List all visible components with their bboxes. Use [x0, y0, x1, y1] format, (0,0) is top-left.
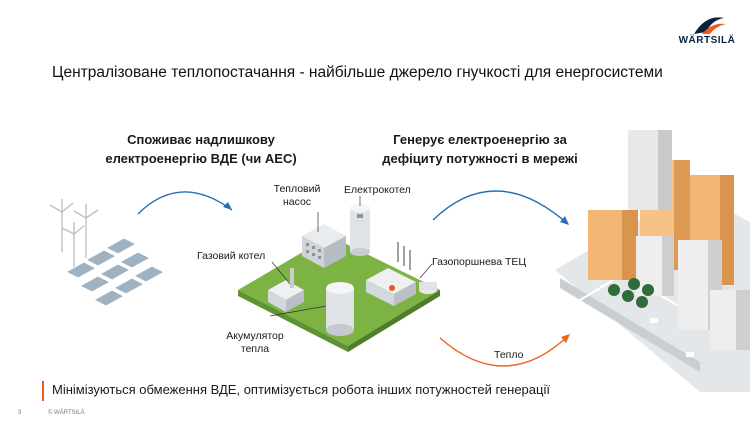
heat-pump-label-line2: насос — [282, 196, 312, 208]
right-heading: Генерує електроенергію за дефіциту потуж… — [370, 130, 590, 168]
footer-statement: Мінімізуються обмеження ВДЕ, оптимізуєть… — [52, 382, 550, 397]
page-number: 3 — [18, 410, 22, 416]
gas-boiler-icon — [268, 268, 304, 312]
arrow-blue-right-head — [560, 216, 569, 225]
gas-engine-chp-icon — [366, 242, 437, 306]
wartsila-logo-icon — [694, 17, 726, 34]
arrow-orange-heat — [439, 335, 569, 367]
heat-pump-label-line1: Тепловий — [273, 183, 321, 195]
gas-engine-chp-label: Газопоршнева ТЕЦ — [432, 256, 527, 268]
leader-lines — [269, 196, 433, 317]
right-heading-line1: Генерує електроенергію за — [393, 132, 567, 147]
wind-turbines-icon — [49, 199, 99, 270]
logo-wordmark: WÄRTSILÄ — [678, 35, 736, 46]
heat-accumulator-label: Акумулятор тепла — [222, 330, 288, 356]
arrow-blue-left — [137, 191, 233, 215]
left-heading: Споживає надлишкову електроенергію ВДЕ (… — [96, 130, 306, 168]
heat-pump-label: Тепловий насос — [270, 183, 324, 209]
left-heading-line2: електроенергію ВДЕ (чи АЕС) — [105, 151, 297, 166]
heat-pump-icon — [302, 224, 346, 268]
arrow-blue-right — [432, 190, 569, 225]
heat-accumulator-icon — [326, 282, 354, 336]
heat-label: Тепло — [494, 349, 524, 361]
city-icon — [555, 130, 750, 392]
arrow-orange-heat-head — [561, 334, 570, 343]
gas-boiler-label: Газовий котел — [197, 250, 266, 262]
slide-title: Централізоване теплопостачання - найбіль… — [52, 64, 663, 81]
electric-boiler-icon — [350, 204, 370, 256]
arrow-blue-left-head — [223, 202, 232, 210]
electric-boiler-label: Електрокотел — [344, 184, 411, 196]
right-heading-line2: дефіциту потужності в мережі — [382, 151, 578, 166]
heat-accumulator-label-line2: тепла — [240, 343, 270, 355]
solar-panels-icon — [64, 237, 166, 307]
left-heading-line1: Споживає надлишкову — [127, 132, 275, 147]
copyright-notice: © WÄRTSILÄ — [48, 410, 85, 416]
heat-accumulator-label-line1: Акумулятор — [226, 330, 284, 342]
footer-accent-bar — [42, 381, 44, 401]
